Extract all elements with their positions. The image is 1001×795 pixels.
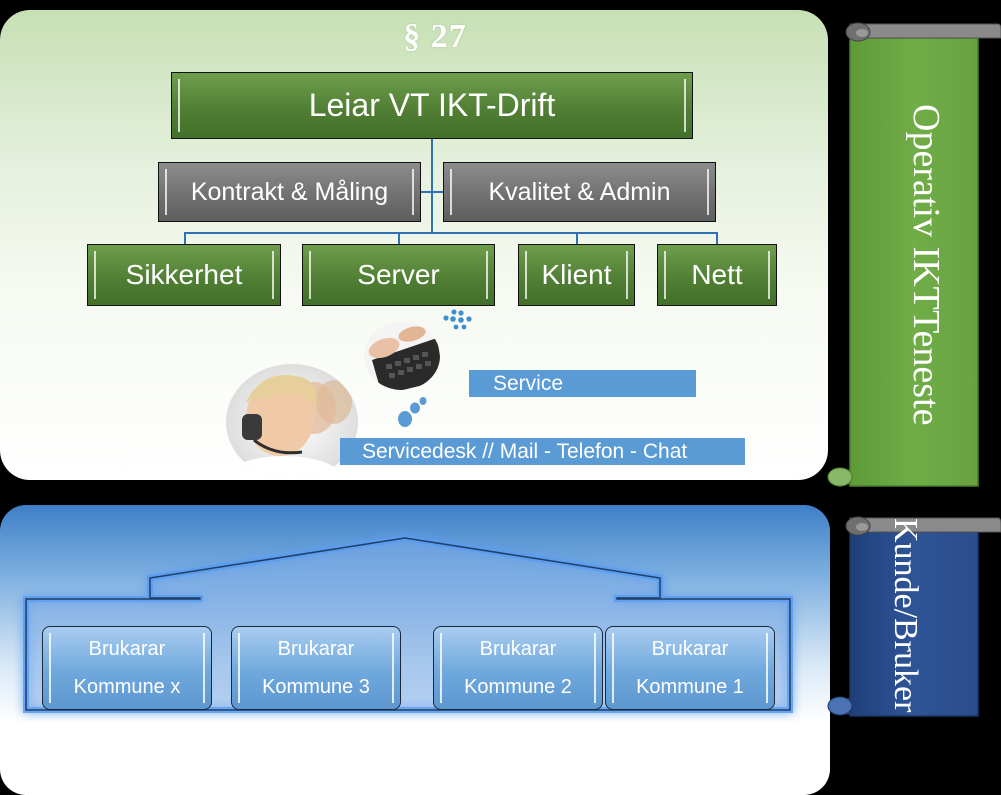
connector-level3 [184,232,718,234]
users-kommune-2-line2: Kommune 2 [464,676,572,698]
servicedesk-photo [226,364,358,480]
connector-sikkerhet [184,232,186,244]
service-label-box: Service [469,370,696,397]
sikkerhet-box: Sikkerhet [87,244,281,306]
klient-box: Klient [518,244,635,306]
nett-box: Nett [657,244,777,306]
operative-banner-text: Operativ IKT Teneste [886,60,966,470]
users-kommune-1: Brukarar Kommune 1 [605,626,775,710]
operative-banner-line2: Teneste [905,310,947,426]
customer-banner [827,516,1001,717]
users-kommune-1-line1: Brukarar [651,638,729,660]
leiar-box: Leiar VT IKT-Drift [171,72,693,139]
operative-banner-line1: Operativ IKT [905,104,947,311]
kontrakt-label: Kontrakt & Måling [190,177,389,206]
keyboard-photo [364,322,440,390]
klient-label: Klient [541,259,612,290]
users-kommune-3-line2: Kommune 3 [262,676,370,698]
customer-banner-text: Kunde/ Bruker [865,518,945,713]
users-kommune-2-line1: Brukarar [479,638,557,660]
users-kommune-3-line1: Brukarar [277,638,355,660]
kvalitet-box: Kvalitet & Admin [443,162,716,222]
kontrakt-box: Kontrakt & Måling [158,162,421,222]
service-label: Service [493,371,564,395]
connector-nett [716,232,718,244]
customer-banner-line1: Kunde/ [887,517,924,618]
section-mark: § 27 [403,18,467,55]
servicedesk-label-box: Servicedesk // Mail - Telefon - Chat [340,438,745,465]
connector-server [398,232,400,244]
thought-dots-icon [443,309,472,330]
users-kommune-3: Brukarar Kommune 3 [231,626,401,710]
operative-banner [827,22,1001,487]
servicedesk-label: Servicedesk // Mail - Telefon - Chat [362,439,688,463]
users-kommune-1-line2: Kommune 1 [636,676,744,698]
thought-bubbles-icon [398,397,427,427]
kvalitet-label: Kvalitet & Admin [488,177,671,206]
nett-label: Nett [691,259,743,290]
connector-klient [576,232,578,244]
users-kommune-x: Brukarar Kommune x [42,626,212,710]
sikkerhet-label: Sikkerhet [125,259,243,290]
server-box: Server [302,244,495,306]
customer-banner-line2: Bruker [887,617,924,713]
server-label: Server [357,259,440,290]
connector-vertical [431,139,433,232]
users-kommune-x-line1: Brukarar [88,638,166,660]
users-kommune-2: Brukarar Kommune 2 [433,626,603,710]
connector-level2 [421,191,443,193]
users-kommune-x-line2: Kommune x [73,676,181,698]
leiar-label: Leiar VT IKT-Drift [308,87,556,123]
